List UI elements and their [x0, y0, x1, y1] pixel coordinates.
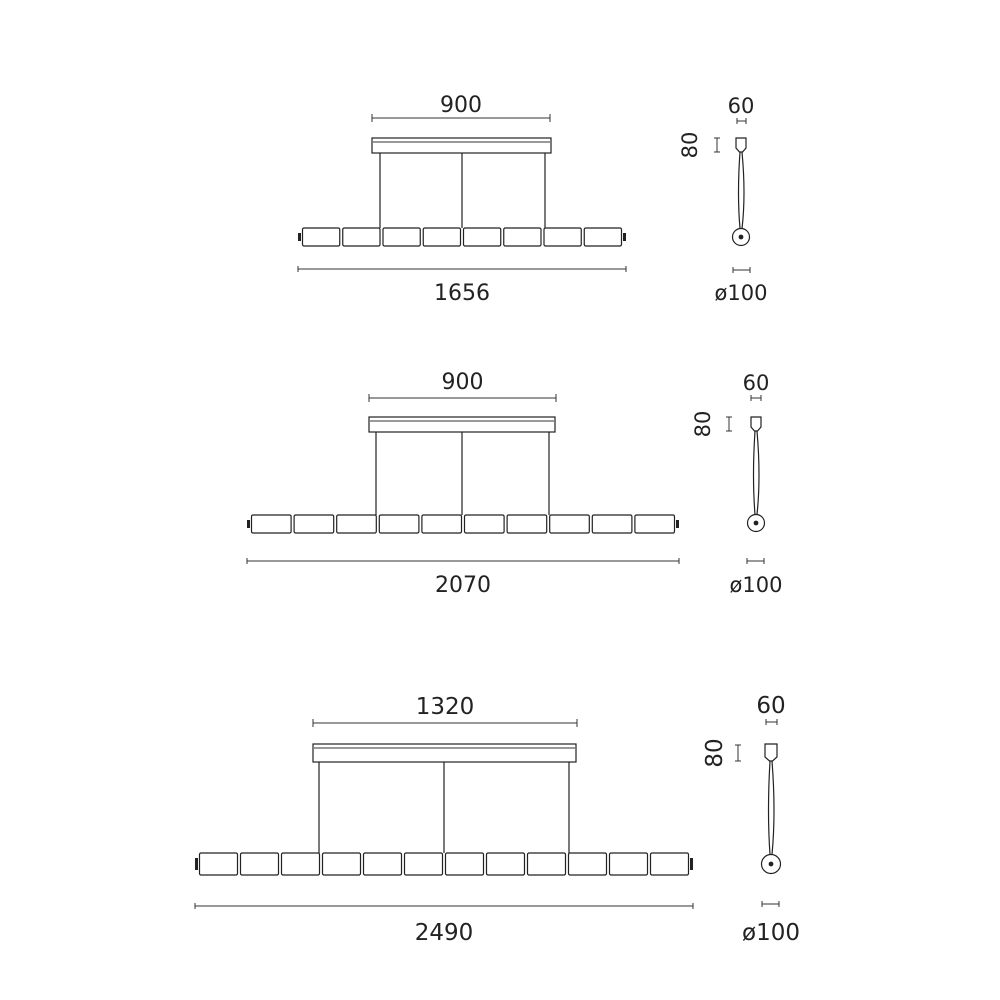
light-segment: [462, 227, 502, 247]
light-segment: [250, 514, 292, 534]
canopy: [371, 137, 552, 154]
variant-large: 1320 2490 60 80 ø100: [194, 693, 800, 946]
light-segment: [403, 852, 444, 876]
light-segment: [444, 852, 485, 876]
side-view: 60 80 ø100: [678, 94, 767, 305]
canopy: [312, 743, 577, 763]
light-segment: [583, 227, 623, 247]
end-cap: [676, 520, 679, 528]
canopy: [368, 416, 556, 433]
light-segment: [378, 514, 420, 534]
canopy-length-label: 900: [440, 93, 482, 118]
total-length-label: 1656: [434, 281, 490, 306]
total-length-dimension-line: [246, 558, 680, 564]
canopy-profile: [764, 743, 778, 762]
front-view: 900 2070: [246, 370, 680, 598]
front-view: 1320 2490: [194, 694, 694, 946]
light-segment: [506, 514, 548, 534]
light-segment: [543, 227, 582, 247]
light-bar: [195, 852, 693, 876]
light-segment: [382, 227, 421, 247]
suspension-wire-side: [771, 760, 775, 855]
light-segment: [342, 227, 381, 247]
light-segment: [422, 227, 462, 247]
canopy-width-label: 60: [728, 94, 755, 118]
light-segment: [463, 514, 505, 534]
light-segment: [336, 514, 377, 534]
front-view: 900 1656: [297, 93, 627, 306]
light-segment: [362, 852, 403, 876]
end-cap: [195, 858, 198, 870]
canopy-height-dimension-line: [714, 137, 720, 153]
light-segment: [301, 227, 341, 247]
canopy-height-dimension-line: [726, 416, 732, 432]
end-cap: [247, 520, 250, 528]
canopy-width-dimension-line: [765, 719, 778, 725]
suspension-wire-side: [767, 760, 771, 855]
diameter-label: ø100: [715, 281, 768, 305]
suspension-wire-side: [737, 151, 741, 229]
canopy-width-label: 60: [756, 693, 785, 719]
side-view: 60 80 ø100: [691, 371, 782, 597]
light-segment: [591, 514, 633, 534]
suspension-wire-side: [752, 430, 756, 515]
light-segment: [280, 852, 321, 876]
light-segment: [485, 852, 526, 876]
variant-medium: 900 2070 60 80 ø100: [246, 370, 782, 598]
diameter-dimension-line: [732, 267, 751, 273]
suspension-wire-side: [756, 430, 760, 515]
light-segment: [421, 514, 463, 534]
canopy-height-dimension-line: [735, 744, 741, 762]
light-segment: [293, 514, 335, 534]
light-segment: [239, 852, 280, 876]
tube-center: [753, 520, 759, 526]
canopy-length-dimension-line: [371, 114, 551, 122]
end-cap: [623, 233, 626, 241]
total-length-label: 2490: [415, 920, 474, 946]
side-view: 60 80 ø100: [702, 693, 800, 946]
light-segment: [608, 852, 649, 876]
suspension-wire-side: [741, 151, 745, 229]
total-length-dimension-line: [297, 266, 627, 272]
diameter-label: ø100: [742, 920, 800, 946]
light-segment: [634, 514, 676, 534]
canopy-profile: [750, 416, 762, 432]
canopy-length-dimension-line: [368, 394, 557, 402]
diameter-dimension-line: [761, 901, 780, 907]
diameter-dimension-line: [746, 558, 765, 564]
canopy-length-label: 900: [442, 370, 484, 395]
light-segment: [321, 852, 362, 876]
canopy-height-label: 80: [678, 132, 702, 159]
total-length-label: 2070: [435, 573, 491, 598]
total-length-dimension-line: [194, 903, 694, 909]
canopy-length-dimension-line: [312, 719, 578, 727]
tube-center: [768, 861, 774, 867]
canopy-width-dimension-line: [736, 118, 747, 124]
canopy-width-label: 60: [743, 371, 770, 395]
canopy-height-label: 80: [691, 411, 715, 438]
light-segment: [503, 227, 542, 247]
light-bar: [247, 514, 679, 534]
light-segment: [526, 852, 567, 876]
canopy-profile: [735, 137, 747, 153]
end-cap: [298, 233, 301, 241]
variant-small: 900 1656 60 80 ø100: [297, 93, 767, 306]
canopy-width-dimension-line: [750, 395, 762, 401]
end-cap: [690, 858, 693, 870]
light-segment: [198, 852, 239, 876]
tube-center: [738, 234, 744, 240]
diameter-label: ø100: [730, 573, 783, 597]
light-segment: [549, 514, 590, 534]
canopy-height-label: 80: [702, 738, 728, 767]
light-segment: [567, 852, 608, 876]
light-bar: [298, 227, 626, 247]
light-segment: [649, 852, 690, 876]
canopy-length-label: 1320: [416, 694, 475, 720]
